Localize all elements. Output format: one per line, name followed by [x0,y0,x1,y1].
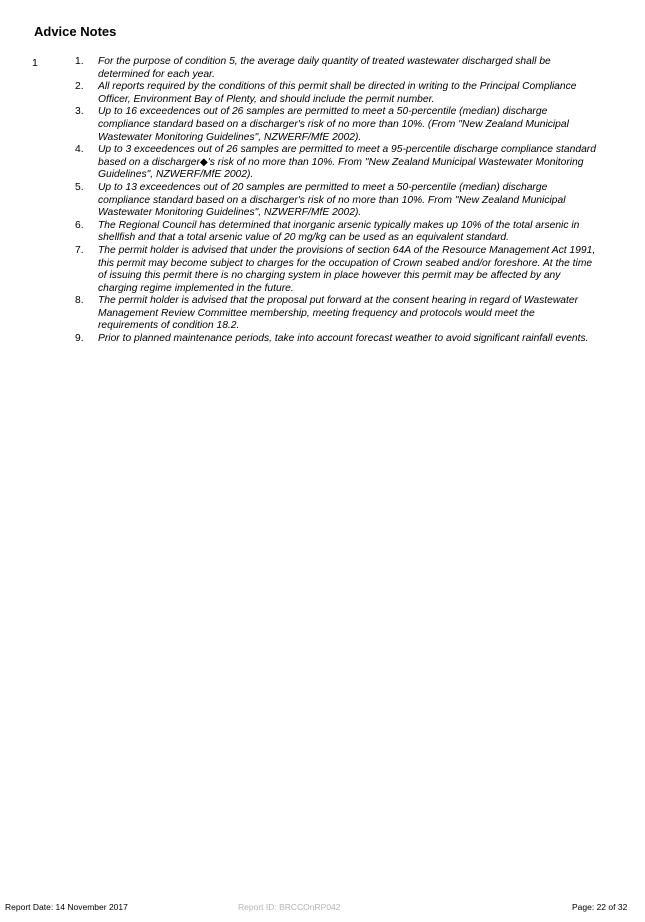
note-number: 1. [75,56,84,67]
list-item: 1. For the purpose of condition 5, the a… [0,56,645,81]
list-item: 2. All reports required by the condition… [0,81,645,106]
advice-notes-list: 1. For the purpose of condition 5, the a… [0,56,645,346]
note-number: 5. [75,181,84,193]
note-text: For the purpose of condition 5, the aver… [98,56,551,80]
note-number: 6. [75,219,84,231]
list-item: 8. The permit holder is advised that the… [0,295,645,333]
page-title: Advice Notes [34,24,117,39]
note-text: Up to 16 exceedences out of 26 samples a… [98,106,569,143]
note-number: 2. [75,81,84,93]
list-item: 7. The permit holder is advised that und… [0,245,645,295]
section-number: 1 [32,57,38,69]
list-item: 5. Up to 13 exceedences out of 20 sample… [0,182,645,220]
page-number: Page: 22 of 32 [572,902,628,912]
report-id: Report ID: BRCCOnRP042 [238,902,341,912]
list-item: 9. Prior to planned maintenance periods,… [0,333,645,346]
list-item: 3. Up to 16 exceedences out of 26 sample… [0,106,645,144]
note-number: 8. [75,295,84,307]
note-text: Up to 3 exceedences out of 26 samples ar… [98,144,596,181]
note-number: 4. [75,144,84,156]
list-item: 6. The Regional Council has determined t… [0,220,645,245]
note-number: 3. [75,106,84,118]
note-number: 7. [75,244,84,256]
note-text: Prior to planned maintenance periods, ta… [98,333,589,345]
report-date: Report Date: 14 November 2017 [5,902,128,912]
note-text: The Regional Council has determined that… [98,219,580,244]
note-text: The permit holder is advised that under … [98,244,596,294]
note-number: 9. [75,333,84,345]
note-text: Up to 13 exceedences out of 20 samples a… [98,181,566,219]
note-text: All reports required by the conditions o… [98,81,577,105]
list-item: 4. Up to 3 exceedences out of 26 samples… [0,144,645,182]
note-text: The permit holder is advised that the pr… [98,295,579,332]
